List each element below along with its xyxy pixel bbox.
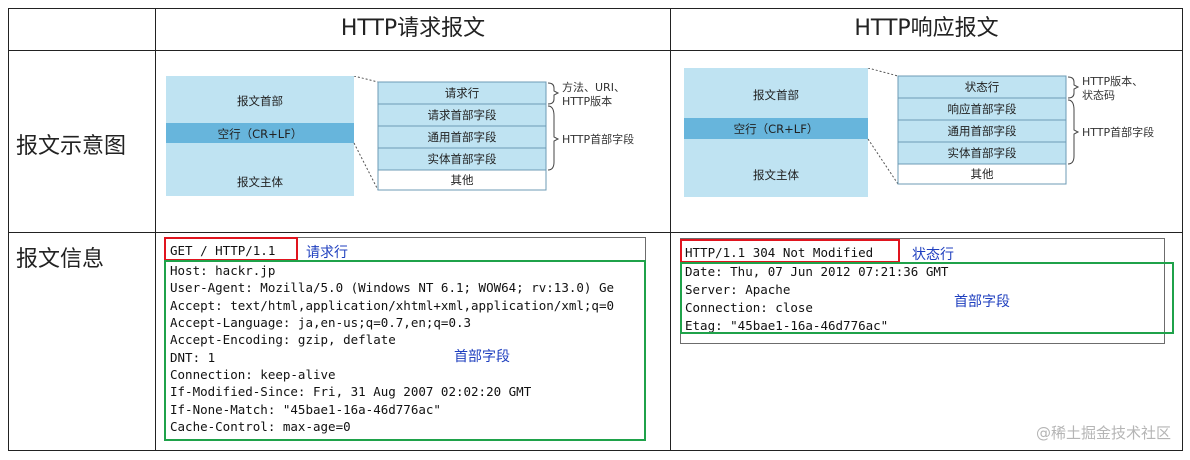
req-row-label-3: 实体首部字段 [428,152,497,166]
res-left-2: 报文主体 [753,168,799,182]
req-brace-label-1: HTTP版本 [562,94,612,108]
req-row-label-0: 请求行 [445,86,480,100]
request-message-box: GET / HTTP/1.1 Host: hackr.jp User-Agent… [165,237,646,441]
table-rule-col1 [155,8,156,451]
request-header-1: User-Agent: Mozilla/5.0 (Windows NT 6.1;… [170,280,615,295]
request-header-8: If-None-Match: "45bae1-16a-46d776ac" [170,402,441,417]
request-header-9: Cache-Control: max-age=0 [170,419,351,434]
req-connector-bottom [353,142,379,191]
res-row-label-1: 响应首部字段 [948,102,1017,116]
req-brace-label-2: HTTP首部字段 [562,132,634,146]
res-row-4 [897,163,1067,185]
request-structure-diagram: 报文首部 空行（CR+LF） 报文主体 请求行 请求首部字段 通用首部字段 实体… [166,76,656,196]
req-connector-top [353,76,379,83]
res-block-header [684,68,868,118]
res-connector-top [867,68,899,77]
request-line-label: 请求行 [306,245,348,261]
request-header-2: Accept: text/html,application/xhtml+xml,… [170,298,615,313]
table-border-bottom [8,450,1183,451]
response-message-box: HTTP/1.1 304 Not Modified Date: Thu, 07 … [680,238,1165,344]
req-block-blank [166,123,354,143]
res-left-1: 空行（CR+LF） [734,122,819,136]
request-headers-highlight [164,260,646,441]
request-headers-label: 首部字段 [454,349,510,365]
response-headers-highlight [680,262,1174,334]
request-header-0: Host: hackr.jp [170,263,276,278]
header-response: HTTP响应报文 [854,16,999,41]
table-rule-col2 [670,8,671,451]
response-structure-diagram: 报文首部 空行（CR+LF） 报文主体 状态行 响应首部字段 通用首部字段 实体… [684,68,1174,198]
request-header-5: DNT: 1 [170,350,216,365]
req-block-body [166,143,354,196]
request-first-line: GET / HTTP/1.1 [170,243,276,258]
res-brace-label-2: HTTP首部字段 [1082,125,1154,139]
res-row-label-4: 其他 [971,167,994,181]
status-line-highlight [680,239,900,263]
res-left-0: 报文首部 [753,88,799,102]
req-brace-label-0: 方法、URI、 [562,80,625,94]
req-row-label-2: 通用首部字段 [428,130,497,144]
res-brace-headers [1067,99,1080,165]
res-connector-bottom [867,138,899,185]
request-header-4: Accept-Encoding: gzip, deflate [170,332,396,347]
res-block-body [684,139,868,197]
header-request: HTTP请求报文 [340,16,486,41]
table-rule-header [8,50,1183,51]
request-header-3: Accept-Language: ja,en-us;q=0.7,en;q=0.3 [170,315,472,330]
response-header-2: Connection: close [685,300,813,315]
res-row-label-2: 通用首部字段 [948,124,1017,138]
request-line-highlight [164,237,298,261]
res-block-blank [684,118,868,139]
response-header-3: Etag: "45bae1-16a-46d776ac" [685,318,889,333]
req-row-label-1: 请求首部字段 [428,108,497,122]
response-first-line: HTTP/1.1 304 Not Modified [685,245,874,260]
response-headers-label: 首部字段 [954,294,1010,310]
res-row-label-3: 实体首部字段 [948,146,1017,160]
status-line-label: 状态行 [912,247,954,263]
res-row-label-0: 状态行 [965,80,1000,94]
req-row-label-4: 其他 [451,173,474,187]
request-header-7: If-Modified-Since: Fri, 31 Aug 2007 02:0… [170,384,532,399]
req-row-4 [377,169,547,191]
res-brace-label-0: HTTP版本、 [1082,74,1143,88]
res-brace-first [1067,76,1080,99]
req-left-0: 报文首部 [237,94,283,108]
comparison-table: HTTP请求报文 HTTP响应报文 报文示意图 报文信息 报文首部 空行（CR+… [8,8,1183,451]
row-label-info: 报文信息 [16,247,105,272]
table-rule-middle [8,232,1183,233]
req-brace-first [547,82,560,105]
response-header-0: Date: Thu, 07 Jun 2012 07:21:36 GMT [685,264,949,279]
watermark: @稀土掘金技术社区 [1035,424,1171,442]
request-header-6: Connection: keep-alive [170,367,336,382]
res-brace-label-1: 状态码 [1082,88,1115,102]
row-label-diagram: 报文示意图 [16,134,127,159]
req-left-1: 空行（CR+LF） [218,127,303,141]
table-border-left [8,8,9,451]
table-border-top [8,8,1183,9]
req-block-header [166,76,354,123]
req-left-2: 报文主体 [237,175,283,189]
response-header-1: Server: Apache [685,282,791,297]
req-brace-headers [547,105,560,171]
table-border-right [1182,8,1183,451]
